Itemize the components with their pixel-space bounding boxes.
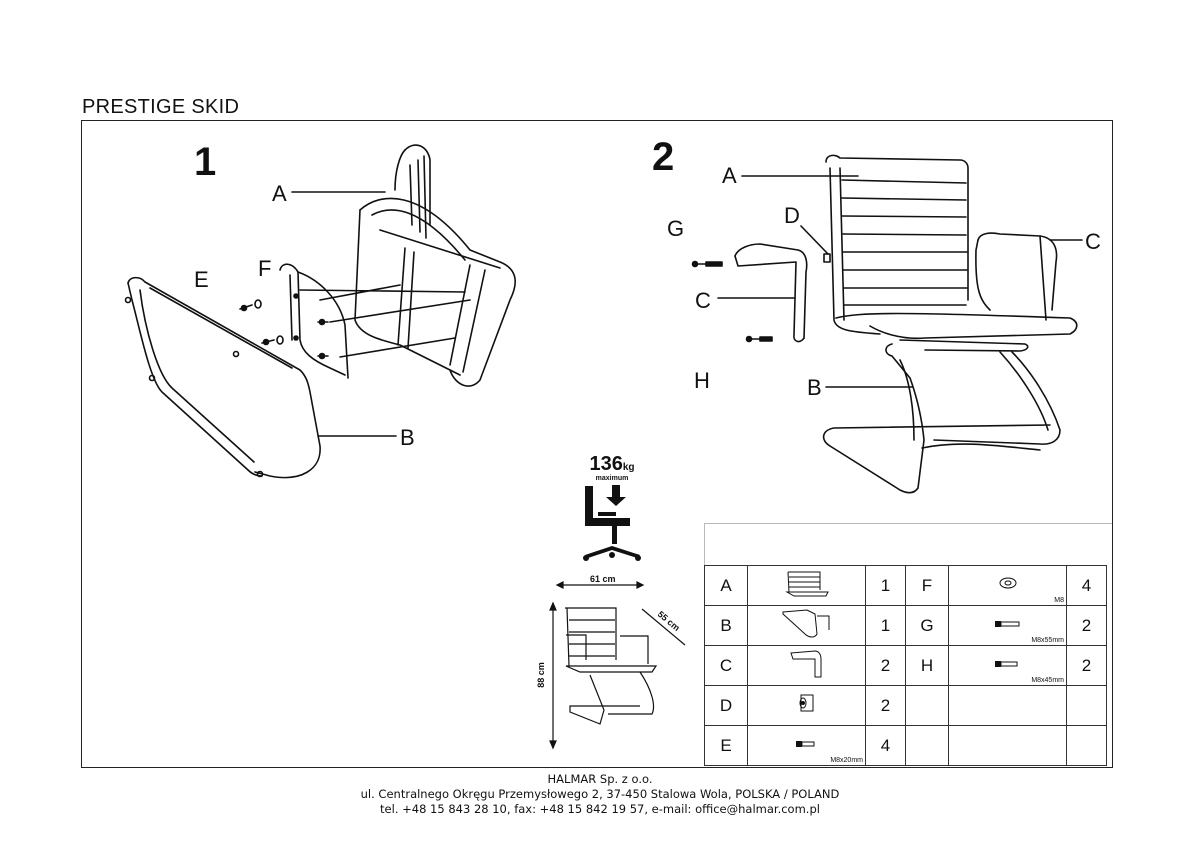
part-letter: B (704, 605, 748, 646)
part-qty (1066, 685, 1107, 726)
part-letter (905, 725, 949, 766)
footer-address: ul. Centralnego Okręgu Przemysłowego 2, … (360, 787, 840, 801)
step-1-number: 1 (194, 140, 217, 184)
empty-cell (948, 685, 1067, 726)
table-row: C 2 H M8x45mm 2 (704, 645, 1107, 686)
step-1-label-b: B (400, 425, 415, 450)
washer-icon: M8 (948, 565, 1067, 606)
step-2-label-g: G (667, 216, 685, 241)
part-letter: G (905, 605, 949, 646)
footer-company: HALMAR Sp. z o.o. (547, 772, 653, 786)
part-qty: 1 (865, 605, 906, 646)
step-2-label-c-right: C (1085, 229, 1101, 254)
step-2-number: 2 (652, 135, 675, 179)
bolt-icon: M8x55mm (948, 605, 1067, 646)
step-1-label-f: F (258, 256, 272, 281)
table-row: D 2 (704, 685, 1107, 726)
table-row: A 1 F M8 4 (704, 565, 1107, 606)
footer: HALMAR Sp. z o.o. ul. Centralnego Okręgu… (0, 772, 1200, 817)
part-spec: M8x20mm (830, 757, 863, 764)
sled-base-icon (747, 605, 866, 646)
max-weight-caption: maximum (595, 475, 629, 482)
part-spec: M8x55mm (1031, 637, 1064, 644)
step-2-label-h: H (694, 368, 710, 393)
part-qty (1066, 725, 1107, 766)
part-spec: M8x45mm (1031, 677, 1064, 684)
part-qty: 1 (865, 565, 906, 606)
empty-cell (948, 725, 1067, 766)
part-qty: 4 (865, 725, 906, 766)
part-qty: 2 (1066, 605, 1107, 646)
step-2-label-a: A (722, 163, 737, 188)
part-spec: M8 (1054, 597, 1064, 604)
part-qty: 2 (865, 645, 906, 686)
bolt-icon: M8x20mm (747, 725, 866, 766)
step-1-label-a: A (272, 181, 287, 206)
armrest-icon (747, 645, 866, 686)
part-letter: E (704, 725, 748, 766)
part-letter: C (704, 645, 748, 686)
table-row: B 1 G M8x55mm 2 (704, 605, 1107, 646)
step-2-label-c-left: C (695, 288, 711, 313)
step-2-label-d: D (784, 203, 800, 228)
footer-contact: tel. +48 15 843 28 10, fax: +48 15 842 1… (380, 802, 820, 816)
part-letter: F (905, 565, 949, 606)
step-1-label-e: E (194, 267, 209, 292)
part-qty: 2 (865, 685, 906, 726)
step-2-label-b: B (807, 375, 822, 400)
document-title: PRESTIGE SKID (82, 96, 240, 118)
part-letter: D (704, 685, 748, 726)
parts-table: A 1 F M8 4 B 1 G M8x55mm 2 (704, 565, 1107, 766)
instruction-frame (81, 120, 1113, 768)
part-letter: H (905, 645, 949, 686)
bolt-icon: M8x45mm (948, 645, 1067, 686)
part-letter (905, 685, 949, 726)
parts-table-header (704, 523, 1112, 565)
max-weight-value: 136kg (589, 453, 635, 475)
part-qty: 4 (1066, 565, 1107, 606)
table-row: E M8x20mm 4 (704, 725, 1107, 766)
part-qty: 2 (1066, 645, 1107, 686)
backrest-seat-icon (747, 565, 866, 606)
part-letter: A (704, 565, 748, 606)
spacer-icon (747, 685, 866, 726)
dimension-width: 61 cm (590, 574, 616, 584)
